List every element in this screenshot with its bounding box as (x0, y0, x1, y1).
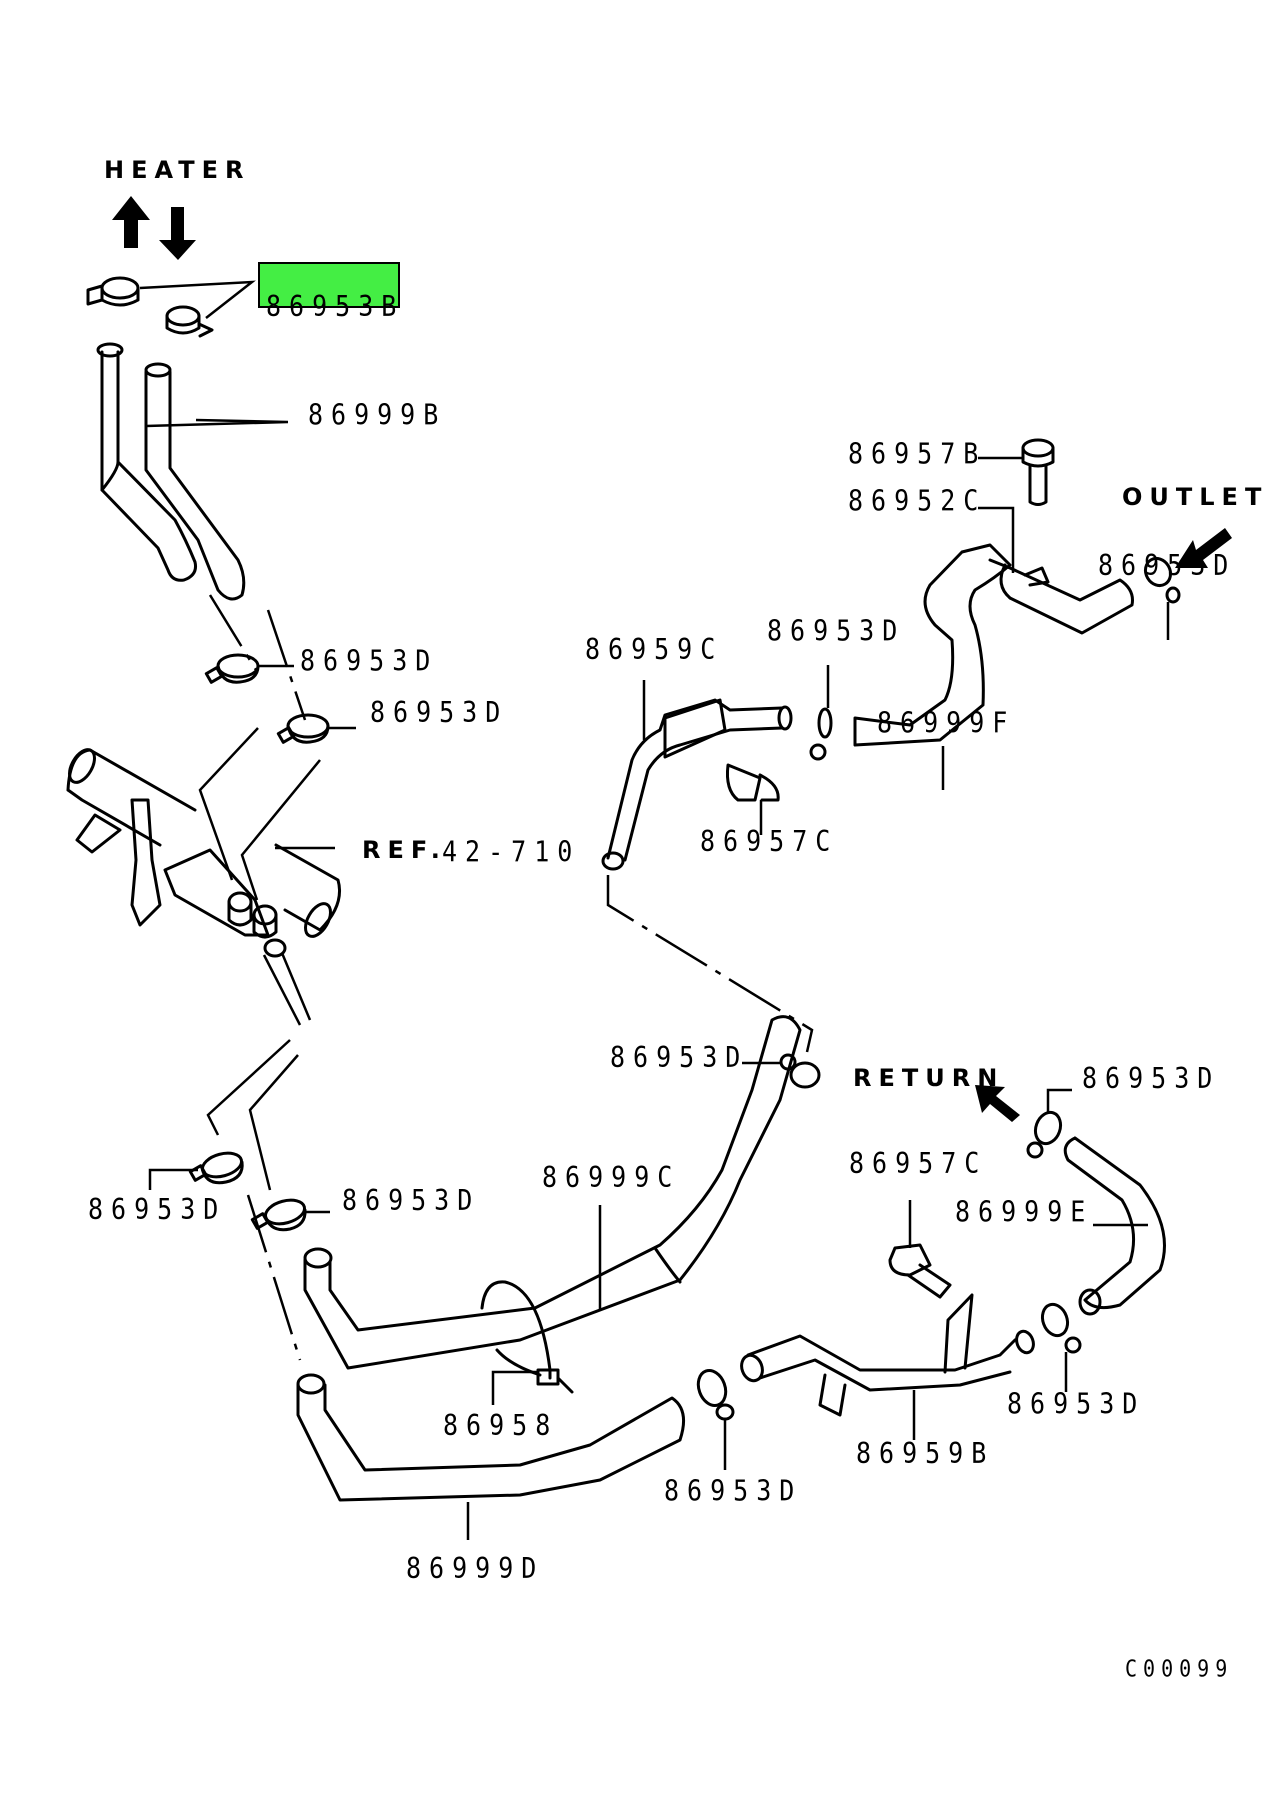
bolt-86957C-lower[interactable] (888, 1243, 952, 1299)
clamp-86953D-mid[interactable] (809, 707, 833, 761)
heater-up-arrow-icon (112, 196, 150, 248)
label-86953B[interactable]: 86953B (266, 291, 404, 324)
highlight-box-86953B[interactable] (258, 262, 400, 308)
label-86957B[interactable]: 86957B (848, 438, 986, 471)
bolt-86957B[interactable] (1021, 438, 1055, 506)
assembly-line (206, 1039, 291, 1136)
clamp-86953D-lowleft1[interactable] (188, 1149, 244, 1185)
label-86999D[interactable]: 86999D (406, 1552, 544, 1585)
hose-86999B-a[interactable] (96, 342, 197, 582)
cable-tie-86958[interactable] (480, 1280, 574, 1394)
label-86953D-mid[interactable]: 86953D (767, 615, 905, 648)
leader-86999B (145, 418, 289, 428)
assembly-line (248, 1054, 299, 1191)
label-86953D-left2[interactable]: 86953D (370, 697, 508, 730)
hose-86999D[interactable] (296, 1373, 686, 1502)
return-label: RETURN (853, 1064, 1004, 1092)
clamp-86953B-a[interactable] (86, 276, 140, 307)
assembly-line (198, 727, 259, 881)
leader-86953D-return2 (1046, 1088, 1072, 1112)
clamp-86953D-return2[interactable] (1026, 1109, 1065, 1159)
drawing-code: C00099 (1125, 1656, 1233, 1683)
leader-86952C (978, 506, 1015, 573)
label-86953D-bottom-right[interactable]: 86953D (1007, 1388, 1145, 1421)
outlet-label: OUTLET (1122, 483, 1268, 511)
heater-down-arrow-icon (159, 207, 196, 260)
clamp-86953B-b[interactable] (165, 305, 214, 338)
label-86952C[interactable]: 86952C (848, 485, 986, 518)
return-arrow-icon (975, 1085, 1020, 1122)
assembly-line (246, 1194, 302, 1361)
hose-86999E[interactable] (1063, 1136, 1166, 1316)
assembly-line (240, 759, 321, 901)
pipe-segment (262, 952, 312, 1026)
label-86959C[interactable]: 86959C (585, 633, 723, 666)
label-86959B[interactable]: 86959B (856, 1437, 994, 1470)
label-86953D-outlet[interactable]: 86953D (1098, 549, 1236, 582)
pipe-86959C[interactable] (601, 698, 793, 871)
hose-86999F[interactable] (853, 543, 1012, 747)
clamp-86953D-bottom-mid[interactable] (694, 1367, 735, 1421)
hose-86952C[interactable] (988, 558, 1134, 635)
assembly-line (606, 875, 814, 1053)
label-86957C-upper[interactable]: 86957C (700, 825, 838, 858)
clamp-86953D-outlet[interactable] (1141, 554, 1181, 604)
clamp-86953D-return1[interactable] (779, 1053, 821, 1089)
label-86957C-lower[interactable]: 86957C (849, 1147, 987, 1180)
label-86999B[interactable]: 86999B (308, 399, 446, 432)
assembly-line (208, 594, 258, 671)
label-86958[interactable]: 86958 (443, 1410, 558, 1443)
label-86953D-lowleft1[interactable]: 86953D (88, 1193, 226, 1226)
hose-86999C[interactable] (303, 1015, 802, 1370)
leader-86953B (139, 280, 256, 319)
label-86953D-lowleft2[interactable]: 86953D (342, 1184, 480, 1217)
ref-prefix: REF. (362, 836, 447, 864)
label-86953D-bottom-mid[interactable]: 86953D (664, 1475, 802, 1508)
outlet-arrow-icon (1175, 528, 1232, 568)
clamp-86953D-bottom-right[interactable] (1038, 1301, 1082, 1354)
label-86953D-return2[interactable]: 86953D (1082, 1062, 1220, 1095)
clamp-86953D-lowleft2[interactable] (250, 1196, 307, 1232)
label-86999E[interactable]: 86999E (955, 1196, 1093, 1229)
hose-86999B-b[interactable] (144, 362, 246, 601)
clamp-86953D-left2[interactable] (276, 713, 330, 744)
leader-86953D-lowleft1 (148, 1168, 198, 1190)
label-86953D-return1[interactable]: 86953D (610, 1042, 748, 1075)
label-86999C[interactable]: 86999C (542, 1161, 680, 1194)
heater-pipe-assembly[interactable] (64, 745, 341, 958)
bolt-86957C-upper[interactable] (726, 763, 780, 802)
pipe-86959B[interactable] (738, 1293, 1036, 1417)
heater-label: HEATER (104, 156, 250, 184)
label-86999F[interactable]: 86999F (877, 707, 1015, 740)
leader-86958 (491, 1370, 538, 1405)
ref-number[interactable]: 42-710 (442, 836, 580, 869)
label-86953D-left1[interactable]: 86953D (300, 645, 438, 678)
